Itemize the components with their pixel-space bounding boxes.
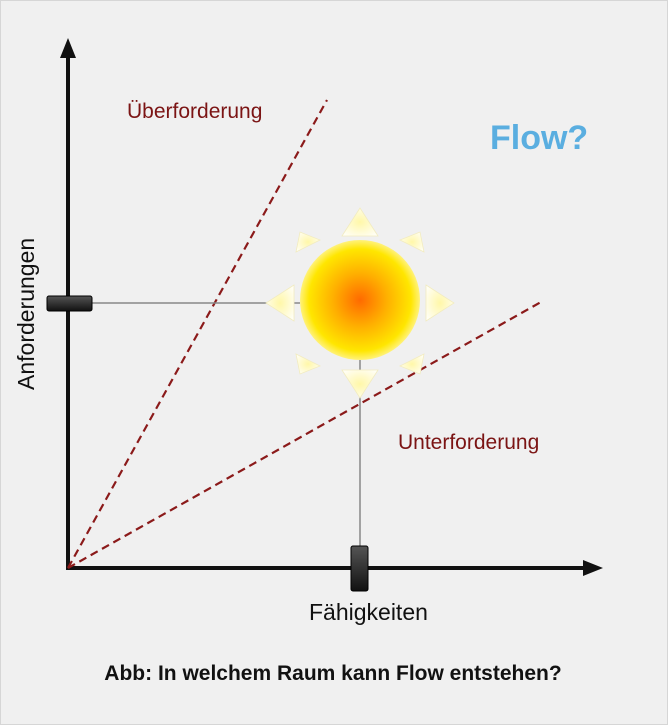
skill-slider-handle[interactable]	[350, 545, 369, 592]
x-axis	[66, 560, 603, 576]
underload-label: Unterforderung	[398, 431, 539, 454]
overload-boundary-line	[67, 99, 328, 569]
figure-caption: Abb: In welchem Raum kann Flow entstehen…	[104, 662, 562, 685]
y-axis-arrowhead	[60, 38, 76, 58]
overload-label: Überforderung	[127, 100, 262, 123]
y-axis-label: Anforderungen	[13, 238, 39, 390]
y-axis	[60, 38, 76, 568]
flow-label: Flow?	[490, 119, 588, 157]
requirement-slider-handle[interactable]	[46, 295, 93, 312]
x-axis-arrowhead	[583, 560, 603, 576]
x-axis-label: Fähigkeiten	[309, 599, 428, 625]
sun-icon	[265, 207, 455, 399]
